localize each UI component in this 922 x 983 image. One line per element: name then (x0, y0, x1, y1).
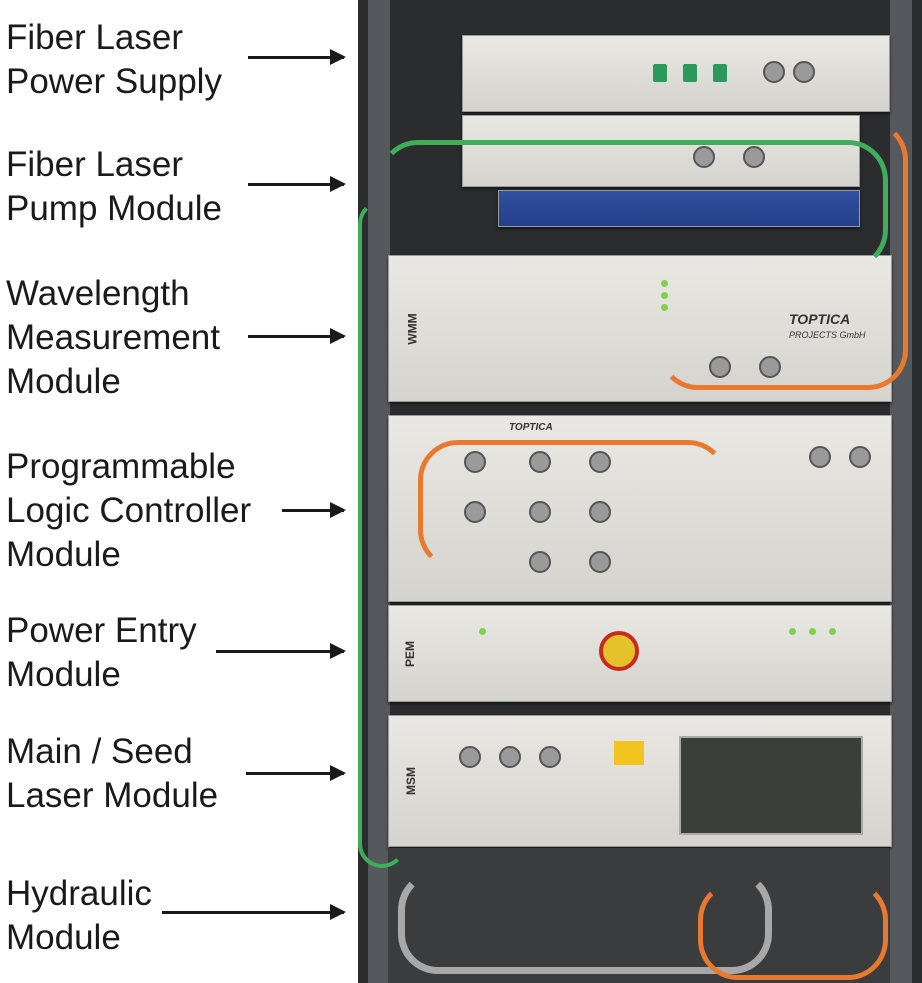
status-led (661, 292, 668, 299)
status-led (479, 628, 486, 635)
toptica-logo: TOPTICA (789, 311, 851, 327)
toptica-logo: TOPTICA (509, 422, 553, 433)
switch-light (683, 64, 697, 82)
connector (709, 356, 731, 378)
orange-cable (698, 880, 888, 980)
connector (529, 501, 551, 523)
connector (759, 356, 781, 378)
switch-light (713, 64, 727, 82)
orange-cable (658, 120, 908, 390)
status-led (661, 280, 668, 287)
arrow-wavelength-module (248, 328, 346, 344)
connector (464, 501, 486, 523)
wavelength-measurement-unit: WMM TOPTICA PROJECTS GmbH (388, 255, 892, 402)
power-supply-unit (462, 35, 890, 112)
connector (763, 61, 785, 83)
label-fiber-laser-pump-module: Fiber Laser Pump Module (6, 145, 222, 228)
wmm-tag: WMM (405, 312, 420, 345)
toptica-logo-sub: PROJECTS GmbH (789, 330, 866, 340)
main-seed-laser-unit: MSM (388, 715, 892, 847)
label-hydraulic-module: Hydraulic Module (6, 874, 152, 957)
status-led (789, 628, 796, 635)
label-wavelength-measurement-module: Wavelength Measurement Module (6, 274, 220, 401)
connector (589, 451, 611, 473)
arrow-power-supply (248, 49, 346, 65)
label-fiber-laser-power-supply: Fiber Laser Power Supply (6, 18, 222, 101)
connector (849, 446, 871, 468)
connector (793, 61, 815, 83)
status-led (829, 628, 836, 635)
arrow-plc-module (282, 502, 346, 518)
pump-module-unit (462, 115, 860, 187)
status-led (661, 304, 668, 311)
connector (499, 746, 521, 768)
plc-unit: TOPTICA (388, 415, 892, 602)
hydraulic-unit (388, 848, 890, 983)
orange-cable (418, 440, 728, 570)
connector (459, 746, 481, 768)
green-cable (358, 200, 406, 868)
embedded-controller-window (679, 736, 863, 835)
emergency-stop-button (599, 631, 639, 671)
rack-photo: WMM TOPTICA PROJECTS GmbH TOPTICA PEM MS… (358, 0, 922, 983)
power-entry-unit: PEM (388, 605, 892, 702)
connector (743, 146, 765, 168)
green-cable (378, 140, 888, 270)
connector (529, 551, 551, 573)
arrow-hydraulic-module (162, 904, 346, 920)
status-led (809, 628, 816, 635)
label-power-entry-module: Power Entry Module (6, 611, 197, 694)
laser-warning-label (614, 741, 644, 765)
arrow-pump-module (248, 176, 346, 192)
connector (809, 446, 831, 468)
label-plc-module: Programmable Logic Controller Module (6, 447, 252, 574)
msm-tag: MSM (404, 767, 418, 795)
connector (589, 551, 611, 573)
connector (539, 746, 561, 768)
arrow-main-seed-module (246, 765, 346, 781)
splice-box (498, 190, 860, 227)
switch-light (653, 64, 667, 82)
connector (529, 451, 551, 473)
arrow-power-entry-module (216, 643, 346, 659)
connector (589, 501, 611, 523)
hydraulic-hoses (398, 870, 772, 974)
label-main-seed-laser-module: Main / Seed Laser Module (6, 732, 219, 815)
connector (464, 451, 486, 473)
